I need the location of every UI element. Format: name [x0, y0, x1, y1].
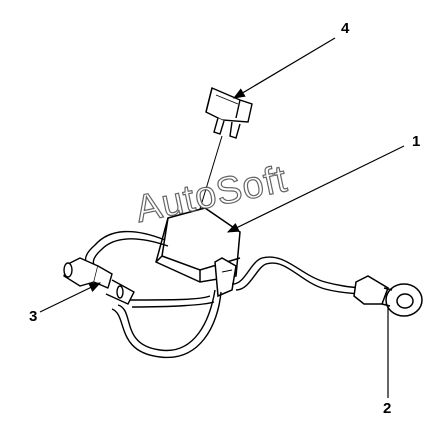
callout-4: 4 [341, 20, 350, 37]
wire-connector [63, 257, 135, 305]
callout-2: 2 [383, 400, 392, 417]
fuse-guide-line [195, 135, 223, 223]
callout-3: 3 [29, 308, 38, 325]
fuse-holder [155, 207, 241, 298]
callout-1: 1 [412, 133, 421, 150]
blade-fuse [205, 87, 253, 139]
leader-lines [39, 37, 405, 398]
ring-terminal [353, 275, 423, 317]
